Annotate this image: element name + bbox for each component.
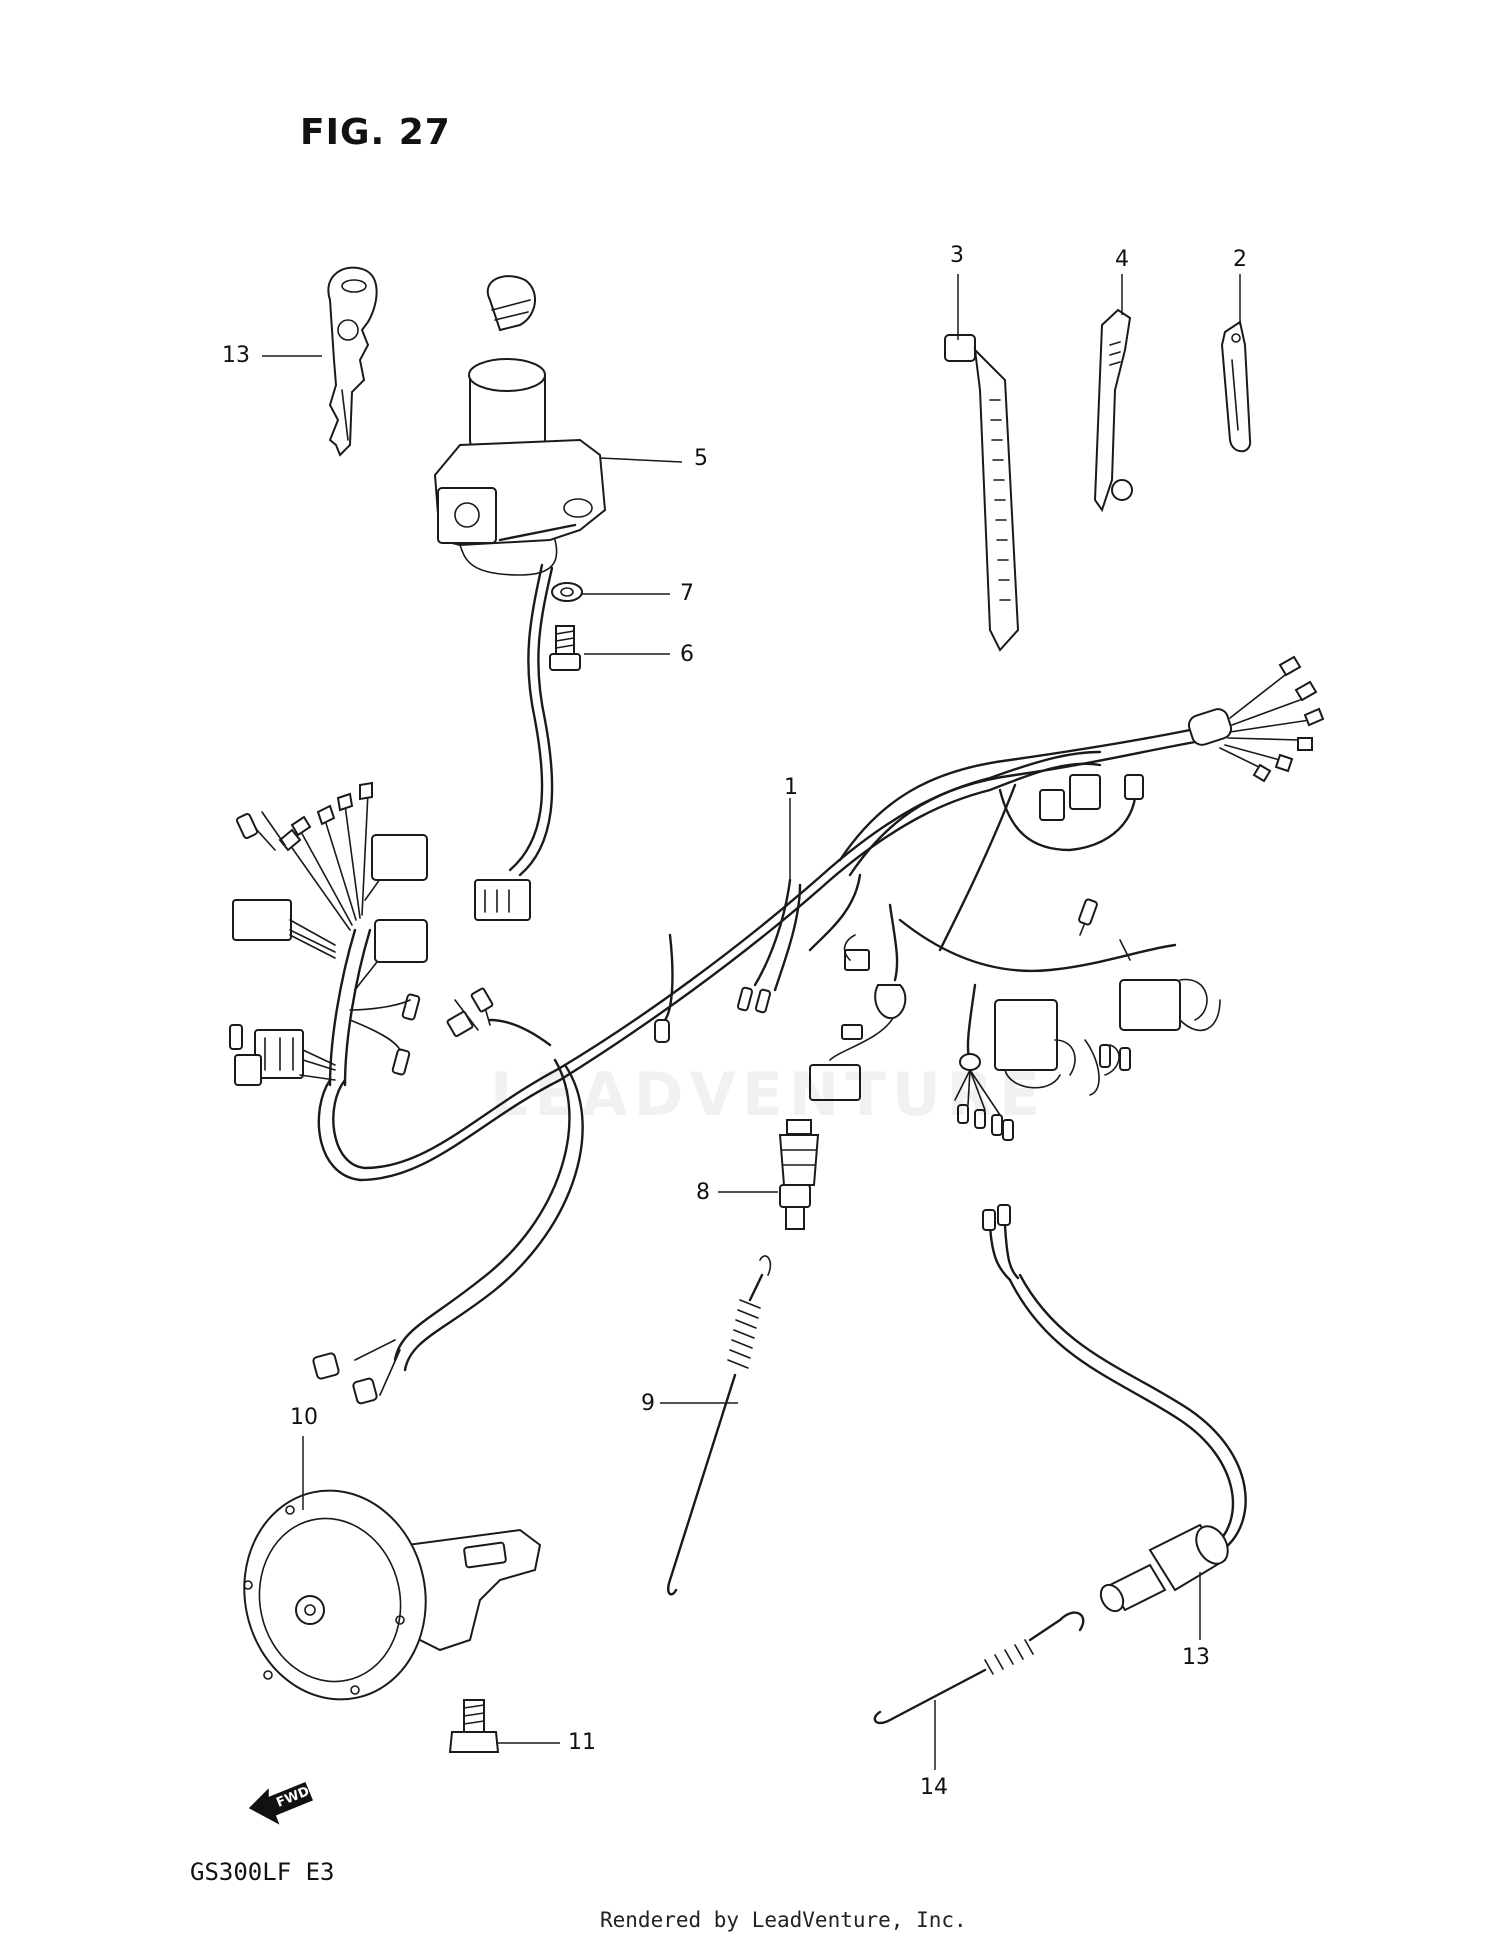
callout-6: 6 xyxy=(680,642,694,667)
callout-7: 7 xyxy=(680,581,694,606)
screw-drawing xyxy=(549,625,581,671)
callout-14: 14 xyxy=(920,1775,948,1800)
callout-2: 2 xyxy=(1233,247,1247,272)
bolt-drawing xyxy=(448,1699,500,1753)
forward-arrow-icon xyxy=(248,1782,313,1825)
ignition-switch-lead xyxy=(474,563,554,921)
callout-4: 4 xyxy=(1115,247,1129,272)
callout-13: 13 xyxy=(1182,1645,1210,1670)
callout-1: 1 xyxy=(784,775,798,800)
callout-11: 11 xyxy=(568,1730,596,1755)
spring-2-drawing xyxy=(873,1611,1085,1725)
ignition-switch-drawing xyxy=(433,275,607,576)
clamp-drawing xyxy=(1220,320,1252,453)
render-credit: Rendered by LeadVenture, Inc. xyxy=(600,1908,967,1932)
figure-title: FIG. 27 xyxy=(300,112,451,153)
rear-stop-switch-drawing xyxy=(982,1204,1247,1613)
callout-3: 3 xyxy=(950,243,964,268)
callout-8: 8 xyxy=(696,1180,710,1205)
key-drawing xyxy=(327,266,378,457)
callout-5: 5 xyxy=(694,446,708,471)
model-code: GS300LF E3 xyxy=(190,1858,335,1886)
callout-9: 9 xyxy=(641,1391,655,1416)
spring-drawing xyxy=(667,1255,772,1596)
clamp-strap-drawing xyxy=(1093,308,1133,513)
washer-drawing xyxy=(551,582,583,602)
horn-drawing xyxy=(243,1489,542,1701)
leader-lines xyxy=(262,274,1241,1770)
callout-12: 13 xyxy=(222,343,250,368)
wiring-harness-drawing xyxy=(229,655,1325,1405)
callout-10: 10 xyxy=(290,1405,318,1430)
cable-tie-drawing xyxy=(944,334,1020,652)
stop-switch-drawing xyxy=(778,1119,820,1230)
watermark: LEADVENTURE xyxy=(490,1060,1046,1130)
